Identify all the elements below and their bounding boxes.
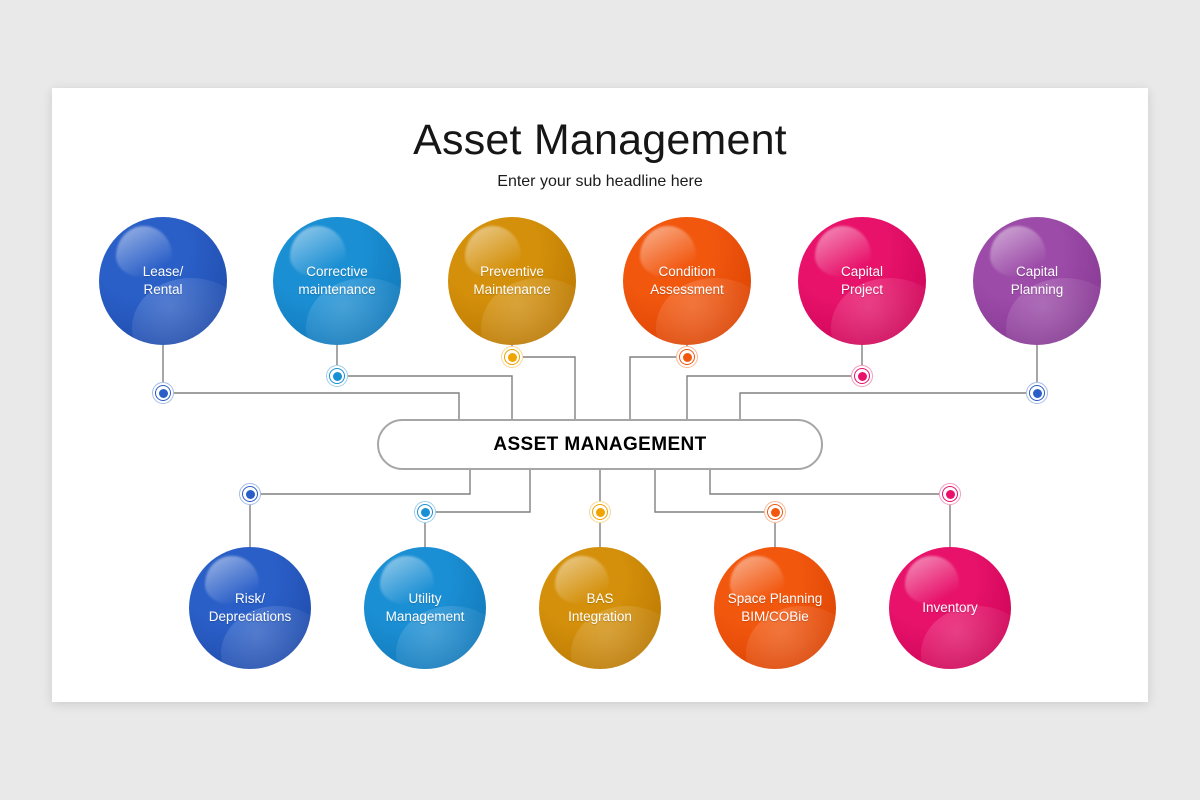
- top-node-label: Corrective maintenance: [298, 264, 376, 297]
- marker-ring: [679, 349, 695, 365]
- marker-dot: [945, 489, 955, 499]
- bottom-connector-marker: [414, 501, 436, 523]
- bottom-node-label: BAS Integration: [568, 591, 632, 624]
- marker-ring: [1029, 385, 1045, 401]
- node-gloss-highlight: [814, 225, 871, 278]
- bottom-connector-marker: [239, 483, 261, 505]
- marker-ring: [242, 486, 258, 502]
- marker-dot: [332, 371, 342, 381]
- top-node-label: Lease/ Rental: [142, 264, 184, 297]
- bottom-node-label: Space Planning BIM/COBie: [727, 591, 823, 624]
- marker-ring: [854, 368, 870, 384]
- marker-ring: [155, 385, 171, 401]
- top-node-label: Capital Project: [840, 264, 883, 297]
- marker-dot: [1032, 388, 1042, 398]
- center-node-label: ASSET MANAGEMENT: [493, 433, 707, 455]
- bottom-connector-marker: [939, 483, 961, 505]
- bottom-node[interactable]: Space Planning BIM/COBie: [714, 547, 836, 669]
- top-connector-marker: [501, 346, 523, 368]
- marker-dot: [245, 489, 255, 499]
- node-gloss-highlight: [989, 225, 1046, 278]
- node-gloss-highlight: [379, 555, 434, 605]
- marker-dot: [857, 371, 867, 381]
- top-connector-marker: [152, 382, 174, 404]
- marker-ring: [417, 504, 433, 520]
- node-gloss-highlight: [729, 555, 784, 605]
- marker-ring: [592, 504, 608, 520]
- bottom-connector-marker: [764, 501, 786, 523]
- node-gloss-highlight: [464, 225, 521, 278]
- marker-ring: [767, 504, 783, 520]
- marker-ring: [942, 486, 958, 502]
- top-node-label: Condition Assessment: [650, 264, 724, 297]
- marker-ring: [329, 368, 345, 384]
- top-node[interactable]: Capital Project: [798, 217, 926, 345]
- bottom-node[interactable]: Risk/ Depreciations: [189, 547, 311, 669]
- node-gloss-highlight: [204, 555, 259, 605]
- bottom-node[interactable]: Inventory: [889, 547, 1011, 669]
- top-connector-marker: [326, 365, 348, 387]
- bottom-node[interactable]: Utility Management: [364, 547, 486, 669]
- top-node-label: Preventive Maintenance: [473, 264, 551, 297]
- top-connector-marker: [851, 365, 873, 387]
- bottom-connector-marker: [589, 501, 611, 523]
- top-node-label: Capital Planning: [1010, 264, 1064, 297]
- center-node[interactable]: ASSET MANAGEMENT: [377, 419, 823, 470]
- node-gloss-highlight: [639, 225, 696, 278]
- top-connector-marker: [1026, 382, 1048, 404]
- node-gloss-highlight: [289, 225, 346, 278]
- node-gloss-highlight: [554, 555, 609, 605]
- top-node[interactable]: Capital Planning: [973, 217, 1101, 345]
- bottom-node[interactable]: BAS Integration: [539, 547, 661, 669]
- top-node[interactable]: Corrective maintenance: [273, 217, 401, 345]
- marker-dot: [595, 507, 605, 517]
- marker-dot: [682, 352, 692, 362]
- bottom-node-label: Risk/ Depreciations: [208, 591, 292, 624]
- marker-dot: [507, 352, 517, 362]
- page-subtitle: Enter your sub headline here: [497, 173, 703, 190]
- node-gloss-highlight: [904, 555, 959, 605]
- marker-dot: [770, 507, 780, 517]
- bottom-node-label: Inventory: [922, 600, 978, 616]
- top-node[interactable]: Lease/ Rental: [99, 217, 227, 345]
- top-node[interactable]: Preventive Maintenance: [448, 217, 576, 345]
- marker-dot: [158, 388, 168, 398]
- node-gloss-highlight: [115, 225, 172, 278]
- marker-dot: [420, 507, 430, 517]
- top-connector-marker: [676, 346, 698, 368]
- top-node[interactable]: Condition Assessment: [623, 217, 751, 345]
- bottom-node-label: Utility Management: [385, 591, 465, 624]
- marker-ring: [504, 349, 520, 365]
- page-title: Asset Management: [413, 116, 787, 164]
